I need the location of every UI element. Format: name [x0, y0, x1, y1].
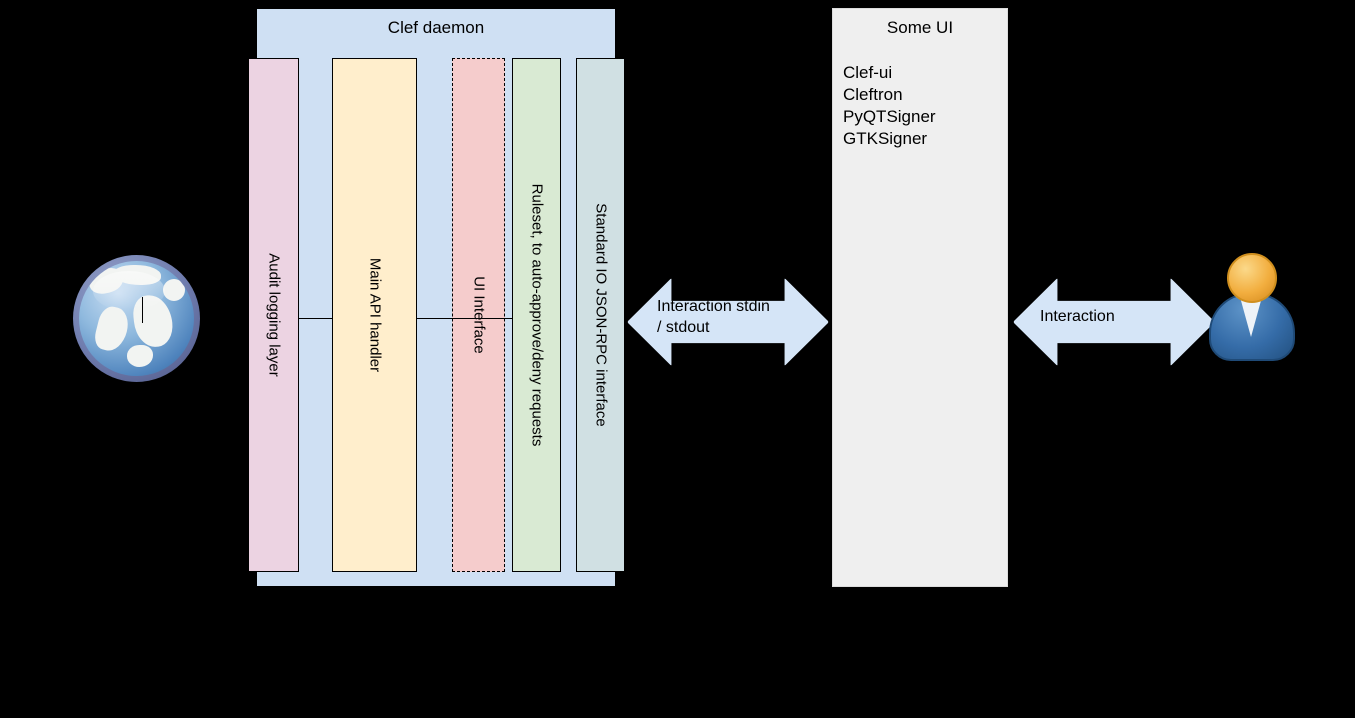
- user-head: [1227, 253, 1277, 303]
- arrow-ui-to-user-label: Interaction: [1040, 308, 1115, 325]
- globe-ball: [79, 261, 194, 376]
- globe-landmass: [163, 279, 185, 301]
- clef-column-ui-interface: UI Interface: [452, 58, 505, 572]
- list-item: Cleftron: [843, 85, 903, 104]
- connector-line: [417, 318, 512, 319]
- clef-column-label: Audit logging layer: [265, 253, 282, 377]
- list-item: GTKSigner: [843, 129, 928, 148]
- globe-landmass: [92, 304, 132, 354]
- cursor-tick: [142, 297, 143, 323]
- clef-column-standard-io-jsonrpc: Standard IO JSON-RPC interface: [576, 58, 625, 572]
- globe-icon: [73, 255, 200, 382]
- list-item: Clef-ui: [843, 63, 893, 82]
- clef-daemon-title: Clef daemon: [387, 18, 485, 37]
- clef-column-label: Main API handler: [366, 257, 383, 373]
- list-item: PyQTSigner: [843, 107, 936, 126]
- clef-daemon-container: [256, 8, 616, 587]
- clef-column-audit-logging-layer: Audit logging layer: [248, 58, 299, 572]
- some-ui-title: Some UI: [886, 18, 954, 37]
- user-icon: [1207, 253, 1295, 361]
- globe-highlight: [93, 271, 165, 311]
- clef-column-main-api-handler: Main API handler: [332, 58, 417, 572]
- arrow-clef-to-ui-label: Interaction stdin / stdout: [657, 298, 770, 336]
- connector-line: [299, 318, 332, 319]
- globe-landmass: [113, 265, 161, 285]
- some-ui-implementation-list: Clef-ui Cleftron PyQTSigner GTKSigner: [843, 62, 1003, 150]
- clef-column-label: UI Interface: [470, 276, 487, 354]
- some-ui-panel: [832, 8, 1008, 587]
- clef-column-ruleset: Ruleset, to auto-approve/deny requests: [512, 58, 561, 572]
- clef-column-label: Ruleset, to auto-approve/deny requests: [528, 183, 545, 447]
- clef-column-label: Standard IO JSON-RPC interface: [592, 203, 609, 427]
- globe-landmass: [127, 345, 153, 367]
